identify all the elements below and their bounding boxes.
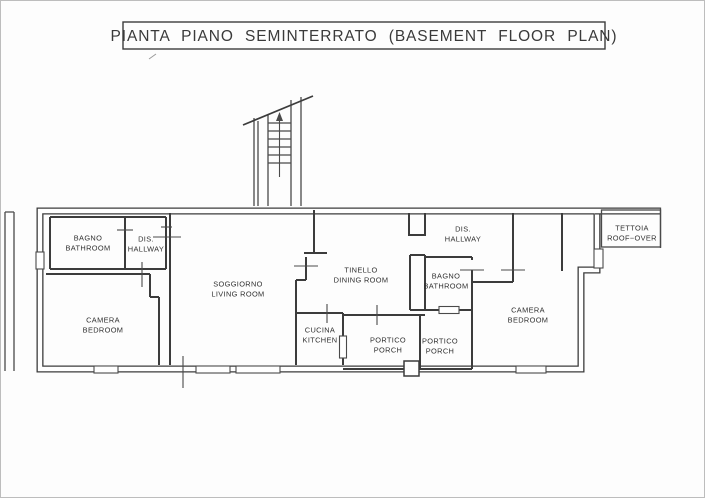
room-label-roof-over-en: ROOF−OVER [607, 234, 657, 243]
room-label-hallway-right-en: HALLWAY [445, 235, 481, 244]
room-label-hallway-left-it: DIS. [138, 235, 154, 244]
room-label-porch-right-it: PORTICO [422, 337, 458, 346]
window [93, 365, 119, 374]
room-label-kitchen-en: KITCHEN [303, 336, 338, 345]
staircase [242, 95, 314, 206]
room-label-hallway-left-en: HALLWAY [128, 245, 164, 254]
room-labels: BAGNOBATHROOMDIS.HALLWAYCAMERABEDROOMSOG… [66, 224, 657, 356]
room-label-porch-left-it: PORTICO [370, 336, 406, 345]
window [35, 251, 45, 270]
room-label-bedroom-right-en: BEDROOM [508, 316, 549, 325]
room-label-kitchen-it: CUCINA [305, 326, 335, 335]
windows [35, 248, 604, 374]
room-label-bathroom-left-it: BAGNO [74, 234, 102, 243]
roof-over-outline [600, 209, 662, 248]
room-label-living-room-it: SOGGIORNO [213, 280, 263, 289]
porch-pillar [403, 360, 420, 377]
room-label-hallway-right-it: DIS. [455, 225, 471, 234]
window [195, 365, 231, 374]
window [235, 365, 281, 374]
room-label-bedroom-left-it: CAMERA [86, 316, 120, 325]
scan-mark [148, 53, 157, 60]
window [593, 248, 604, 269]
retaining-wall-strip [4, 211, 15, 371]
door-marks [117, 226, 525, 388]
stair-cut-line [242, 95, 314, 126]
room-label-dining-room-it: TINELLO [344, 266, 377, 275]
room-label-roof-over-it: TETTOIA [615, 224, 649, 233]
room-label-bathroom-right-it: BAGNO [432, 272, 460, 281]
room-label-bedroom-right-it: CAMERA [511, 306, 545, 315]
room-label-dining-room-en: DINING ROOM [334, 276, 389, 285]
room-label-living-room-en: LIVING ROOM [211, 290, 264, 299]
plan-title: PIANTA PIANO SEMINTERRATO (BASEMENT FLOO… [111, 28, 618, 45]
room-label-bathroom-right-en: BATHROOM [424, 282, 469, 291]
title-box: PIANTA PIANO SEMINTERRATO (BASEMENT FLOO… [111, 21, 618, 50]
exterior-walls [36, 207, 662, 373]
room-label-bathroom-left-en: BATHROOM [66, 244, 111, 253]
window [515, 365, 547, 374]
room-label-porch-right-en: PORCH [426, 347, 454, 356]
stair-direction-arrow [276, 112, 283, 121]
window [338, 335, 348, 359]
window [438, 305, 460, 315]
interior-walls [46, 210, 563, 377]
room-label-bedroom-left-en: BEDROOM [83, 326, 124, 335]
room-label-porch-left-en: PORCH [374, 346, 402, 355]
